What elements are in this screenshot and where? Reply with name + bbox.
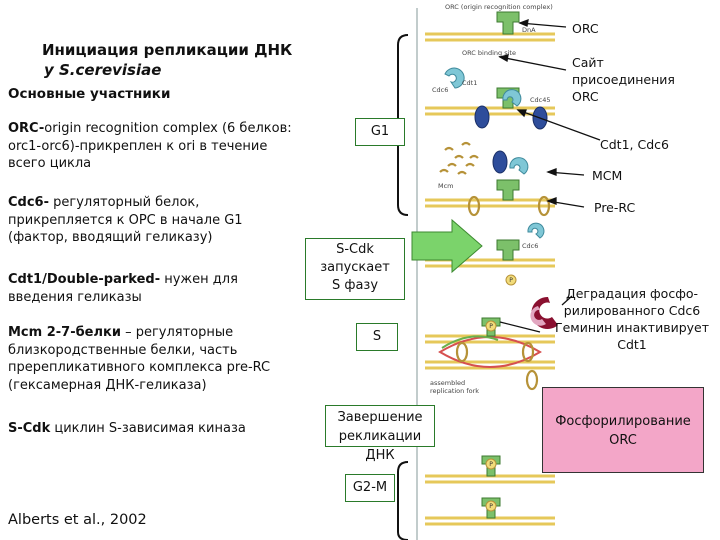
orc-3 [496, 179, 520, 201]
label-degr-line-4: Cdt1 [617, 337, 647, 352]
item-cdc6-term: Cdc6- [8, 195, 49, 210]
phosphate-markers [485, 274, 517, 512]
phosphorylation-box: Фосфорилирование ORC [542, 387, 704, 473]
item-orc-term: ORC- [8, 121, 45, 136]
dlabel-cdc6b: Cdc6 [522, 242, 538, 250]
item-orc: ORC-origin recognition complex (6 белков… [8, 120, 298, 173]
cdt1-1 [474, 105, 490, 129]
big-green-arrow [411, 218, 483, 274]
replication-bubble [438, 336, 542, 368]
item-cdc6: Cdc6- регуляторный белок, прикрепляется … [8, 194, 298, 247]
mcm-ring-3 [455, 341, 469, 363]
label-degradation: Деградация фосфо- рилированного Cdc6 Гем… [546, 285, 718, 353]
bracket-g2m [397, 461, 409, 540]
item-cdt1-text: нужен для введения геликазы [8, 272, 238, 305]
orc-1 [496, 11, 520, 35]
label-site-line-1: Сайт [572, 55, 604, 70]
green-strand [441, 335, 499, 349]
item-scdk-text: циклин S-зависимая киназа [50, 421, 246, 436]
phase-end-line-1: Завершение [337, 410, 423, 425]
phos-line-1: Фосфорилирование [555, 414, 691, 429]
item-cdt1-term: Cdt1/Double-parked- [8, 272, 161, 287]
mcm-particles [439, 141, 551, 391]
label-mcm: MCM [592, 168, 623, 183]
phosphate-label-3: P [489, 461, 493, 468]
degraded-cdc6-pink [530, 306, 546, 326]
phase-g2m: G2-M [345, 474, 395, 502]
item-scdk-term: S-Cdk [8, 421, 51, 436]
page-title: Инициация репликации ДНК у S.cerevisiae [42, 40, 292, 80]
dlabel-cdc45: Cdc45 [530, 96, 551, 104]
title-line-1: Инициация репликации ДНК [42, 41, 293, 59]
title-line-2: у S.cerevisiae [44, 61, 162, 79]
label-site-line-2: присоединения [572, 72, 675, 87]
phosphate-label-1: P [509, 277, 513, 284]
mcm-ring-1 [467, 195, 481, 217]
label-site-line-3: ORC [572, 89, 599, 104]
cdc6-bound-2 [509, 157, 529, 175]
label-degr-line-1: Деградация фосфо- [565, 286, 699, 301]
phase-end: Завершение рекликации ДНК [325, 405, 435, 463]
item-cdc6-text: регуляторный белок, прикрепляется к ОРС … [8, 195, 243, 245]
cdc6-release [527, 222, 545, 239]
label-orc: ORC [572, 21, 599, 36]
label-degr-line-2: рилированного Cdc6 [563, 303, 701, 318]
label-degr-line-3: Геминин инактивирует [554, 320, 710, 335]
orc-4 [496, 239, 520, 261]
phosphate-label-4: P [489, 503, 493, 510]
label-prerc: Pre-RC [594, 200, 636, 215]
pointer-lines [498, 18, 601, 333]
phosphate-label-2: P [489, 323, 493, 330]
dna-strands [425, 32, 555, 526]
dlabel-cdt1: Cdt1 [462, 79, 477, 87]
cdc6-shapes [444, 67, 545, 239]
phase-g1: G1 [355, 118, 405, 146]
cdc6-free [444, 67, 465, 89]
phase-s: S [356, 323, 398, 351]
cdt1-2 [492, 150, 508, 174]
item-orc-text: origin recognition complex (6 белков: or… [8, 121, 292, 171]
citation: Alberts et al., 2002 [8, 512, 147, 528]
item-mcm-text: – регуляторные близкородственные белки, … [8, 325, 271, 393]
mcm-ring-5 [525, 369, 539, 391]
cdc6-bound [502, 89, 522, 107]
dlabel-assembled: assembled [430, 379, 465, 387]
phase-end-line-2: рекликации ДНК [338, 429, 422, 463]
dlabel-dna: DnA [522, 26, 536, 34]
item-mcm: Mcm 2-7-белки – регуляторные близкородст… [8, 324, 293, 394]
dlabel-mcm: Mcm [438, 182, 454, 190]
label-cdt1: Cdt1, Cdc6 [600, 137, 669, 152]
dlabel-orc-binding: ORC binding site [462, 49, 516, 57]
phase-scdk-line-3: S фазу [331, 278, 379, 293]
dlabel-fork: replication fork [430, 387, 479, 395]
mcm-ring-4 [521, 341, 535, 363]
dlabel-cdc6: Cdc6 [432, 86, 448, 94]
label-site: Сайт присоединения ORC [572, 54, 675, 105]
phase-scdk: S-Cdk запускает S фазу [305, 238, 405, 300]
mcm-ring-2 [537, 195, 551, 217]
phase-scdk-line-2: запускает [320, 260, 390, 275]
phos-line-2: ORC [609, 433, 637, 448]
phase-scdk-line-1: S-Cdk [336, 242, 374, 257]
subtitle: Основные участники [8, 86, 171, 102]
item-cdt1: Cdt1/Double-parked- нужен для введения г… [8, 271, 273, 306]
dlabel-orc: ORC (origin recognition complex) [445, 3, 553, 11]
item-scdk: S-Cdk циклин S-зависимая киназа [8, 420, 298, 438]
item-mcm-term: Mcm 2-7-белки [8, 325, 121, 340]
cdt1-shapes [474, 105, 548, 174]
